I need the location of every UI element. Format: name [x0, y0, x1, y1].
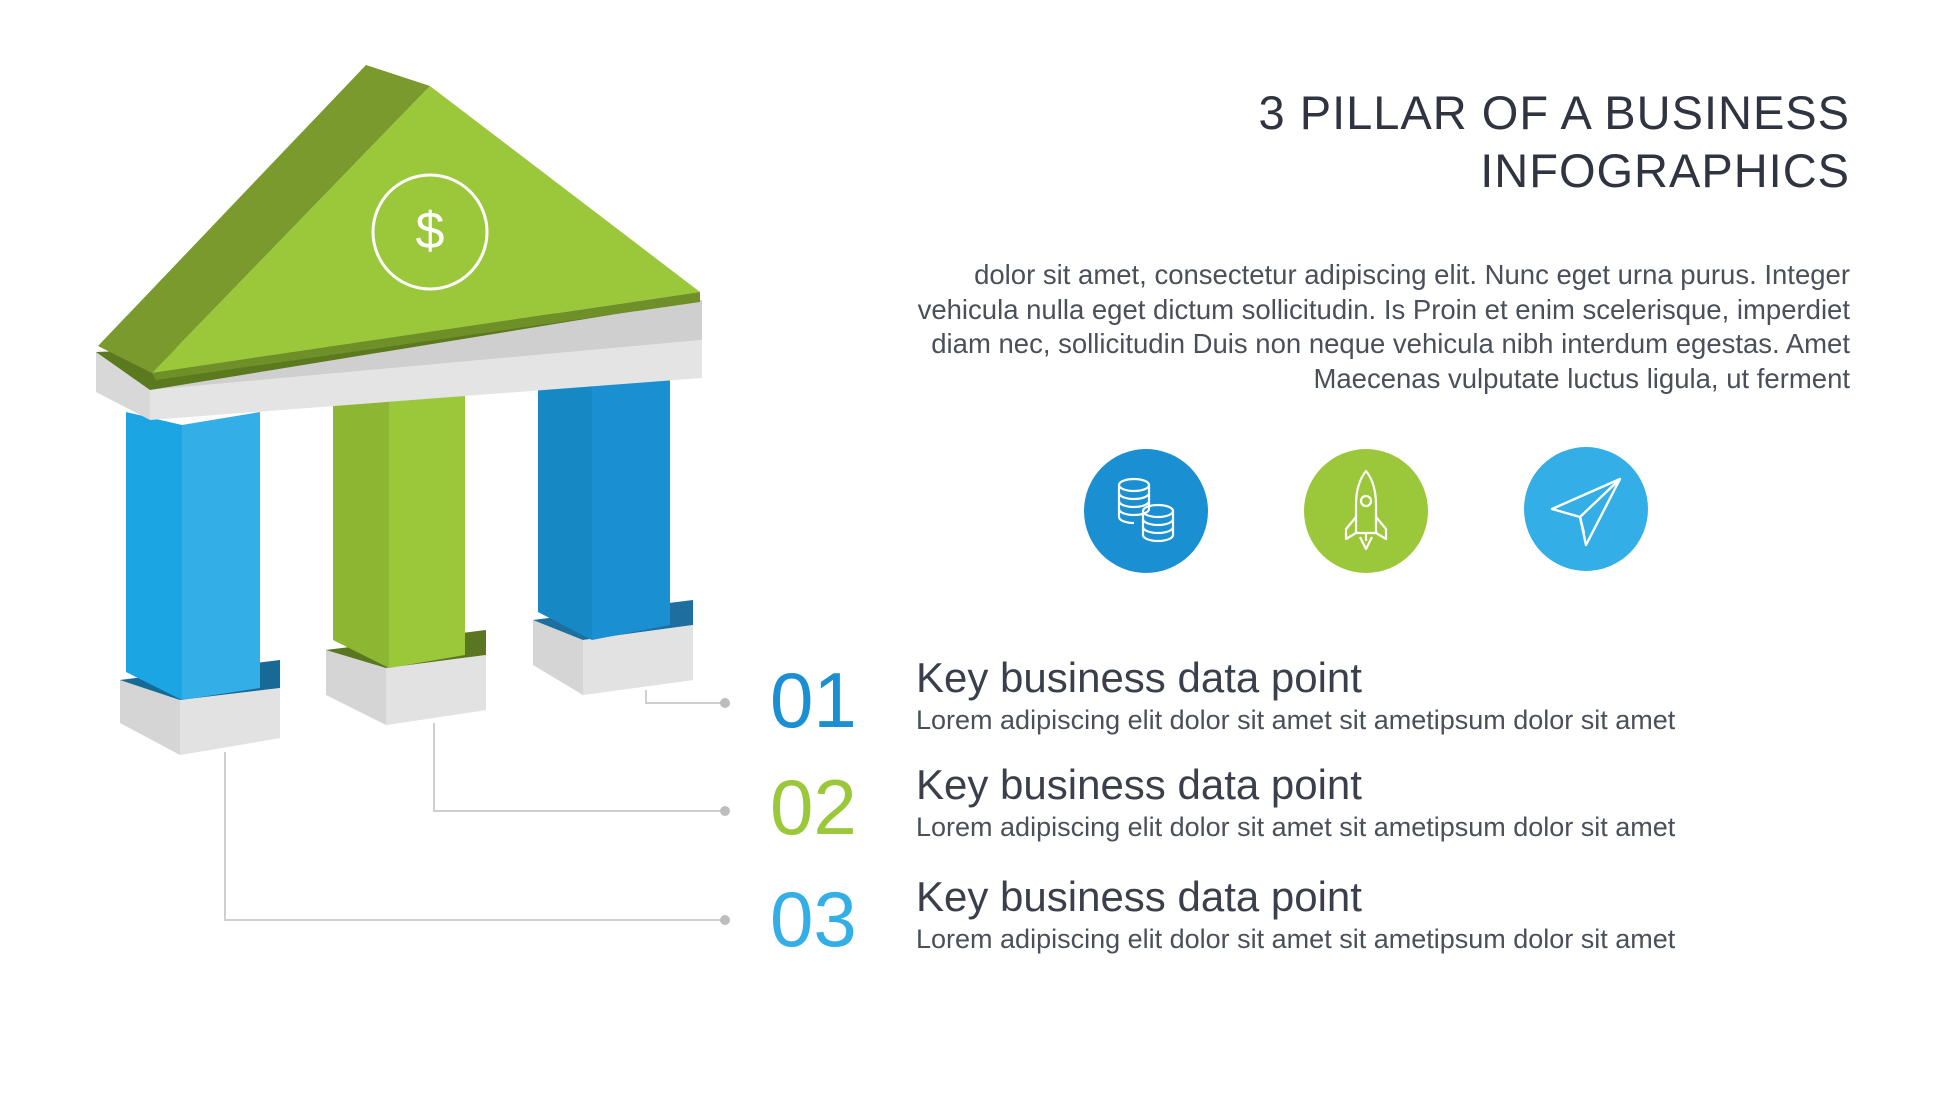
dollar-symbol: $	[416, 202, 445, 260]
page-title: 3 PILLAR OF A BUSINESS INFOGRAPHICS	[950, 84, 1850, 200]
page-title-line-1: 3 PILLAR OF A BUSINESS	[1258, 86, 1850, 139]
connector-dots	[720, 698, 730, 925]
point-text-2: Lorem adipiscing elit dolor sit amet sit…	[916, 812, 1676, 842]
point-number-3: 03	[770, 875, 857, 963]
connector-lines	[224, 690, 725, 921]
dollar-emblem-icon: $	[371, 173, 489, 291]
pillar-2	[333, 385, 465, 668]
connector-dot-3	[720, 915, 730, 925]
rocket-icon	[1304, 449, 1428, 573]
point-title-2: Key business data point	[916, 761, 1362, 808]
pillar-1	[126, 412, 260, 700]
point-number-1: 01	[770, 656, 857, 744]
page-title-line-2: INFOGRAPHICS	[1480, 144, 1850, 197]
paper-plane-icon	[1524, 447, 1648, 571]
connector-dot-2	[720, 806, 730, 816]
roof	[98, 65, 700, 380]
connector-dot-1	[720, 698, 730, 708]
connector-line-2	[433, 723, 725, 812]
connector-line-3	[224, 752, 725, 921]
connector-line-1	[645, 690, 725, 704]
point-title-1: Key business data point	[916, 654, 1362, 701]
point-title-3: Key business data point	[916, 873, 1362, 920]
coins-icon	[1084, 449, 1208, 573]
point-text-1: Lorem adipiscing elit dolor sit amet sit…	[916, 705, 1676, 735]
description-text: dolor sit amet, consectetur adipiscing e…	[917, 259, 1850, 394]
pillar-3	[538, 348, 670, 640]
point-number-2: 02	[770, 763, 857, 851]
point-text-3: Lorem adipiscing elit dolor sit amet sit…	[916, 924, 1676, 954]
